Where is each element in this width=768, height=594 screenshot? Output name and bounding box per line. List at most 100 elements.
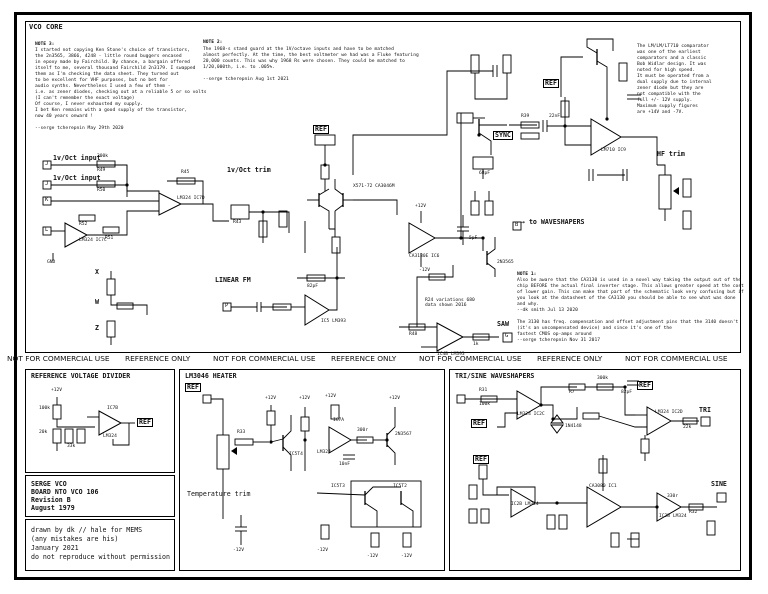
linear-fm-label: LINEAR FM <box>215 276 251 284</box>
heater-rail-3: +12V <box>325 394 337 399</box>
heater-transistor: 2N3567 <box>395 432 412 437</box>
heater-rail-5: -12V <box>233 548 245 553</box>
cap-82pf-vco: 82pF <box>307 284 319 289</box>
heater-r33: R33 <box>237 430 246 435</box>
heater-ref-label: REF <box>185 383 201 393</box>
comparator-note-line: full +/- 12V supply. <box>637 98 693 103</box>
r24-note: R24 variations 680 data shown 2016 <box>425 298 475 308</box>
ref-r15: 20k <box>39 430 48 435</box>
rail-p12-vco: +12V <box>415 204 427 209</box>
res-200r: 1k <box>473 342 479 347</box>
tri-100k: 100k <box>479 402 491 407</box>
sync-reset-section <box>470 54 548 179</box>
x-trim-label: X <box>95 268 99 276</box>
tri-sine-panel <box>449 369 741 571</box>
to-waveshapers-label: → to WAVESHAPERS <box>521 218 585 226</box>
heater-chip: LM324 <box>317 450 331 455</box>
saw-output-section <box>399 265 513 352</box>
board-date: August 1979 <box>31 504 75 512</box>
heater-ic: IC7A <box>333 418 345 423</box>
banner-item: REFERENCE ONLY <box>125 354 191 363</box>
comparator-section <box>547 38 658 181</box>
note3-line: audio synths. Nevertheless I used a few … <box>35 84 171 89</box>
note3-line: in epoxy made by Fairchild. By chance, a… <box>35 60 190 65</box>
tri-r31: R31 <box>479 388 488 393</box>
chip-lm393-saw: IC4B LM393 <box>437 352 465 357</box>
tri-ref-label-1: REF <box>471 419 487 429</box>
chip-ca3130: CA3130E IC6 <box>409 254 440 259</box>
heater-title: LM3046 HEATER <box>185 372 237 380</box>
ref-r14: 100k <box>39 406 51 411</box>
credit-line-1: drawn by dk // hale for MEMS <box>31 526 143 534</box>
temperature-trim-label: Temperature trim <box>187 490 251 498</box>
sine-output-label: SINE <box>711 480 727 488</box>
chip-ic7d: LM324 IC7D <box>177 196 205 201</box>
tri-ref-label-3: REF <box>473 455 489 465</box>
comparator-note-line: comparators and a classic <box>637 56 707 61</box>
vco-core-title: VCO CORE <box>29 23 63 31</box>
banner-item: NOT FOR COMMERCIAL USE <box>625 354 728 363</box>
note3-line: Of course, I never exhausted my supply. <box>35 102 143 107</box>
heater-ic5t4: IC5T4 <box>289 452 303 457</box>
heater-rail-6: -12V <box>317 548 329 553</box>
heater-300r: 300r <box>357 428 369 433</box>
board-name: SERGE VCO <box>31 480 67 488</box>
rail-m12-vco: -12V <box>419 268 431 273</box>
banner-item: NOT FOR COMMERCIAL USE <box>7 354 110 363</box>
comparator-note-line: Bob Widlar design. It was <box>637 62 707 67</box>
note3-line: I started not copying Ken Stone's choice… <box>35 48 190 53</box>
credit-line-2: (any mistakes are his) <box>31 535 119 543</box>
note3-line: (I can't remember the exact voltage) <box>35 96 135 101</box>
note2-line: almost perfectly. At the time, the best … <box>203 53 419 58</box>
note3-line: to be excellent for VHF purposes, but no… <box>35 78 168 83</box>
schematic-sheet: VCO CORE NOTE 3: I started not copying K… <box>7 12 752 580</box>
tri-330r: 22k <box>683 425 692 430</box>
banner-item: REFERENCE ONLY <box>537 354 603 363</box>
ca3130-note-line: chip BEFORE the actual final inverter st… <box>517 284 744 289</box>
linear-fm-section <box>222 247 345 326</box>
comparator-note-line: are +14V and -7V. <box>637 110 685 115</box>
gnd-vco: GND <box>47 260 56 265</box>
cap-68pf: 68pF <box>479 171 491 176</box>
credit-line-3: January 2021 <box>31 544 79 552</box>
banner-item: REFERENCE ONLY <box>331 354 397 363</box>
hf-trim-label: HF trim <box>657 150 685 158</box>
tri-1n4148: 1N4148 <box>565 424 582 429</box>
reference-divider-panel <box>25 369 175 473</box>
chip-2n3565: 2N3565 <box>497 260 514 265</box>
heater-rail-7: -12V <box>367 554 379 559</box>
ca3130-note-line: (it's an uncompensated device) and since… <box>517 326 672 331</box>
ca3130-note-line: and why. <box>517 302 540 307</box>
tri-chip-ic2c: LM324 IC2C <box>517 412 545 417</box>
comparator-note-line: dual supply due to internal <box>637 80 712 85</box>
heater-rail-2: +12V <box>299 396 311 401</box>
cap-5pf: 5pF <box>469 236 478 241</box>
heater-10nf: 10nF <box>339 462 351 467</box>
ca3130-note-line: --serge tcherepnin Nov 31 2017 <box>517 338 600 343</box>
ref-rail: +12V <box>51 388 63 393</box>
tri-r7: R7 <box>569 390 575 395</box>
heater-ic5t3: IC5T3 <box>331 484 345 489</box>
offset-trim-section <box>106 271 148 345</box>
vco-input-label-1: 1v/Oct input <box>53 154 101 162</box>
comparator-note-line: noted for high speed. <box>637 68 696 73</box>
pin-p: P <box>225 303 229 309</box>
cap-22nf: 22nF <box>549 114 561 119</box>
tri-82pf: 82pF <box>621 390 633 395</box>
credit-panel <box>25 519 175 571</box>
reference-banner: NOT FOR COMMERCIAL USE REFERENCE ONLY NO… <box>7 355 747 367</box>
ca3130-note-line: --dk smith Jul 13 2020 <box>517 308 578 313</box>
vco-core-schematic <box>42 38 692 352</box>
res-r37: R48 <box>409 332 418 337</box>
note3-line: I bet Ken remains with a good supply of … <box>35 108 188 113</box>
tri-200r: R32 <box>689 510 698 515</box>
ref-chip: LM324 <box>103 434 117 439</box>
note3-line: itself to me, several thousand Fairchild… <box>35 66 196 71</box>
pin-j2: J <box>45 181 49 187</box>
tri-chip-ca3080: CA3080 IC1 <box>589 484 617 489</box>
pin-g: G <box>505 333 509 339</box>
heater-rail-1: +12V <box>265 396 277 401</box>
note2-line: 1/20,000th, i.e. to .005%. <box>203 65 275 70</box>
tri-300k-2: 330r <box>667 494 679 499</box>
res-r51: R51 <box>105 236 114 241</box>
